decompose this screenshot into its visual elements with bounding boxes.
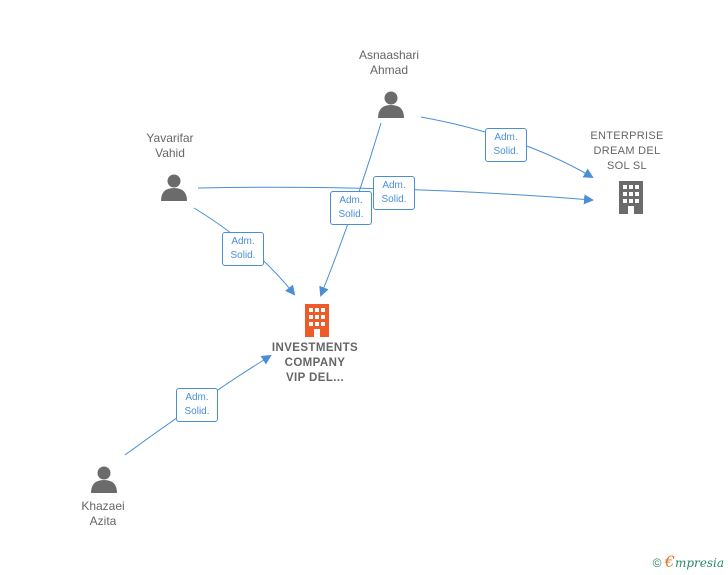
node-name-line: DREAM DEL: [593, 145, 661, 157]
node-name-line: INVESTMENTS: [271, 342, 359, 354]
person-icon: [161, 174, 187, 201]
edge-role: Adm.: [231, 236, 255, 247]
person-icon: [378, 91, 404, 118]
edge-role: Adm.: [382, 180, 406, 191]
empresia-footer-logo: © €mpresia: [653, 552, 724, 571]
edge-label-khazaei-investments[interactable]: Adm. Solid.: [176, 388, 218, 422]
edge-role: Solid.: [381, 194, 407, 205]
brand-name: mpresia: [674, 556, 724, 570]
enterprise-building-icon: [619, 181, 643, 214]
edge-role: Adm.: [185, 392, 209, 403]
node-name-line: SOL SL: [607, 160, 647, 172]
brand-initial: €: [664, 552, 675, 571]
node-label-khazaei[interactable]: Khazaei Azita: [81, 499, 124, 529]
edge-role: Solid.: [493, 146, 519, 157]
node-name-line: VIP DEL...: [285, 372, 345, 384]
edge-label-yavarifar-investments[interactable]: Adm. Solid.: [222, 232, 264, 266]
node-name-line: Khazaei: [81, 499, 125, 513]
node-label-yavarifar[interactable]: Yavarifar Vahid: [146, 131, 193, 161]
edge-role: Solid.: [230, 250, 256, 261]
node-name-line: Yavarifar: [146, 131, 194, 145]
node-name-line: Asnaashari: [358, 48, 420, 62]
investments-building-icon: [305, 304, 329, 337]
node-label-asnaashari[interactable]: Asnaashari Ahmad: [359, 48, 419, 78]
edge-role: Adm.: [339, 195, 363, 206]
edge-label-asnaashari-investments[interactable]: Adm. Solid.: [330, 191, 372, 225]
node-name-line: ENTERPRISE: [590, 130, 664, 142]
edge-role: Solid.: [184, 406, 210, 417]
edge-label-asnaashari-enterprise[interactable]: Adm. Solid.: [485, 128, 527, 162]
person-icon: [91, 466, 117, 493]
node-name-line: Vahid: [155, 146, 185, 160]
node-label-investments[interactable]: INVESTMENTS COMPANY VIP DEL...: [272, 341, 358, 386]
edge-role: Solid.: [338, 209, 364, 220]
node-name-line: Azita: [89, 514, 117, 528]
copyright-icon: ©: [652, 556, 662, 570]
edge-label-yavarifar-enterprise[interactable]: Adm. Solid.: [373, 176, 415, 210]
node-name-line: Ahmad: [369, 63, 409, 77]
node-name-line: COMPANY: [284, 357, 346, 369]
node-label-enterprise[interactable]: ENTERPRISE DREAM DEL SOL SL: [590, 129, 663, 174]
edge-role: Adm.: [494, 132, 518, 143]
